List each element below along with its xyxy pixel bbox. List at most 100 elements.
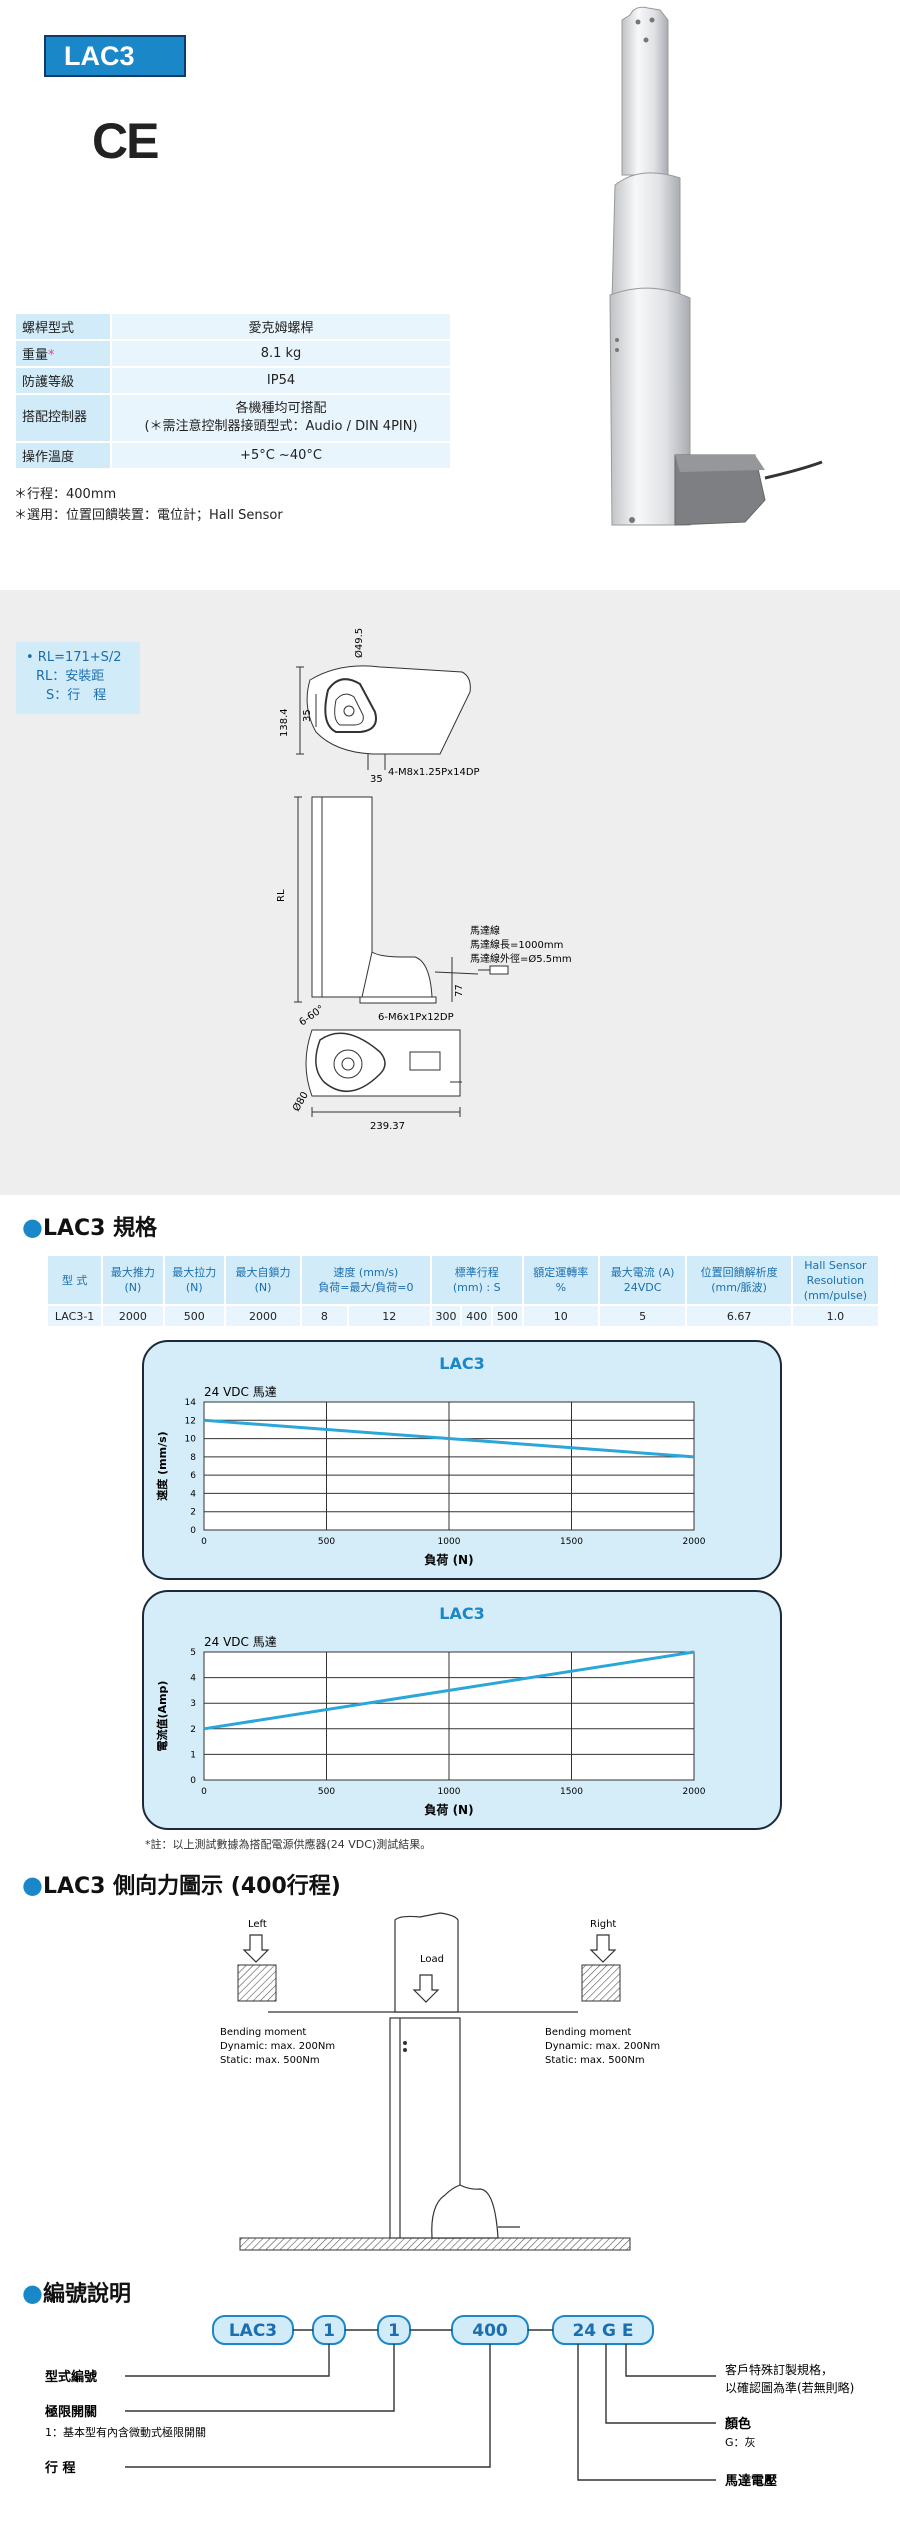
y-tick-label: 1 xyxy=(190,1750,196,1760)
label-voltage: 馬達電壓 xyxy=(725,2473,777,2489)
y-axis-label: 速度 (mm/s) xyxy=(155,1431,169,1500)
spec-cell: 8 xyxy=(300,1304,349,1328)
moment-text: Dynamic: max. 200Nm xyxy=(220,2041,335,2052)
spec-key: 防護等級 xyxy=(14,366,112,395)
label-custom: 以確認圖為準(若無則略) xyxy=(725,2380,854,2395)
spec-cell: 400 xyxy=(460,1304,494,1328)
chart-footnote: *註：以上測試數據為搭配電源供應器(24 VDC)測試結果。 xyxy=(145,1838,432,1851)
ce-mark: CE xyxy=(92,113,159,169)
chart-title: LAC3 xyxy=(439,1604,485,1623)
series-line xyxy=(203,1418,695,1459)
code-model: LAC3 xyxy=(229,2321,277,2341)
spec-value: 愛克姆螺桿 xyxy=(110,312,452,341)
y-tick-label: 6 xyxy=(190,1471,196,1481)
dim-label: 35 xyxy=(302,709,313,722)
label-color-desc: G：灰 xyxy=(725,2435,756,2449)
y-tick-label: 2 xyxy=(190,1508,196,1518)
spec-cell: LAC3-1 xyxy=(45,1304,104,1328)
x-tick-label: 1500 xyxy=(560,1537,583,1547)
spec-notes: ＊行程：400mm ＊選用：位置回饋裝置：電位計；Hall Sensor xyxy=(14,484,283,526)
spec-header: 速度 (mm/s)負荷=最大/負荷=0 xyxy=(300,1254,432,1306)
spec-header: 最大拉力(N) xyxy=(162,1254,226,1306)
model-badge: LAC3 xyxy=(44,35,186,77)
code-feedback: 1 xyxy=(388,2321,400,2341)
y-tick-label: 10 xyxy=(185,1435,197,1445)
spec-cell: 10 xyxy=(521,1304,600,1328)
ordering-code-diagram: LAC3 1 1 400 24 G E 型式編號 極限開關 1：基本型有內含微動… xyxy=(44,2315,854,2489)
y-tick-label: 8 xyxy=(190,1453,196,1463)
dim-label: 6-60° xyxy=(297,1004,326,1029)
x-tick-label: 2000 xyxy=(683,1537,706,1547)
x-axis-label: 負荷 (N) xyxy=(424,1552,473,1567)
spec-value: IP54 xyxy=(110,366,452,395)
spec-header: 最大自鎖力(N) xyxy=(223,1254,303,1306)
code-stroke: 400 xyxy=(472,2321,508,2341)
spec-cell: 6.67 xyxy=(685,1304,793,1328)
ordering-section-title: ●編號說明 xyxy=(22,2279,131,2307)
chart-subtitle: 24 VDC 馬達 xyxy=(204,1385,277,1399)
series-line xyxy=(203,1650,695,1731)
moment-text: Bending moment xyxy=(220,2027,306,2038)
chart-title: LAC3 xyxy=(439,1354,485,1373)
y-tick-label: 5 xyxy=(190,1648,196,1658)
moment-text: Dynamic: max. 200Nm xyxy=(545,2041,660,2052)
moment-text: Static: max. 500Nm xyxy=(545,2055,645,2066)
x-tick-label: 500 xyxy=(318,1787,335,1797)
x-tick-label: 0 xyxy=(201,1537,207,1547)
label-stroke: 行 程 xyxy=(44,2460,76,2476)
spec-cell: 5 xyxy=(597,1304,688,1328)
y-tick-label: 2 xyxy=(190,1725,196,1735)
label-model: 型式編號 xyxy=(45,2369,97,2385)
spec-value: 各機種均可搭配(＊需注意控制器接頭型式：Audio / DIN 4PIN) xyxy=(110,393,452,443)
spec-detail-table: 型 式最大推力(N)最大拉力(N)最大自鎖力(N)速度 (mm/s)負荷=最大/… xyxy=(45,1254,881,1328)
spec-cell: 2000 xyxy=(223,1304,303,1328)
cable-note: 馬達線長=1000mm xyxy=(470,938,563,951)
spec-value: 8.1 kg xyxy=(110,339,452,368)
label-color: 顏色 xyxy=(724,2416,751,2432)
moment-text: Static: max. 500Nm xyxy=(220,2055,320,2066)
label-limit: 極限開關 xyxy=(44,2404,97,2420)
label-limit-desc: 1：基本型有內含微動式極限開關 xyxy=(45,2425,206,2439)
y-tick-label: 4 xyxy=(190,1489,196,1499)
x-tick-label: 1000 xyxy=(438,1537,461,1547)
right-label: Right xyxy=(590,1919,616,1930)
spec-cell: 12 xyxy=(346,1304,432,1328)
x-tick-label: 1000 xyxy=(438,1787,461,1797)
spec-header: 標準行程(mm) : S xyxy=(429,1254,524,1306)
dim-label: 4-M8x1.25Px14DP xyxy=(388,767,480,778)
x-tick-label: 2000 xyxy=(683,1787,706,1797)
dim-label: 138.4 xyxy=(279,708,290,737)
load-label: Load xyxy=(420,1954,444,1965)
dim-label: 6-M6x1Px12DP xyxy=(378,1012,454,1023)
dim-label: 35 xyxy=(370,774,383,785)
dim-label: Ø49.5 xyxy=(353,628,365,658)
spec-header: 最大推力(N) xyxy=(101,1254,165,1306)
dim-label: 239.37 xyxy=(370,1121,405,1132)
spec-cell: 500 xyxy=(491,1304,524,1328)
dimension-drawing: Ø49.5 138.4 35 35 4-M8x1.25Px14DP RL 77 … xyxy=(276,628,572,1132)
moment-text: Bending moment xyxy=(545,2027,631,2038)
cable-note: 馬達線外徑=Ø5.5mm xyxy=(470,952,572,965)
y-tick-label: 0 xyxy=(190,1526,196,1536)
lateral-force-diagram: Left Right Load Bending moment Dynamic: … xyxy=(220,1912,660,2251)
code-limit: 1 xyxy=(323,2321,335,2341)
label-custom: 客戶特殊訂製規格， xyxy=(725,2362,833,2377)
spec-cell: 500 xyxy=(162,1304,226,1328)
spec-header: 位置回饋解析度(mm/脈波) xyxy=(685,1254,793,1306)
y-tick-label: 0 xyxy=(190,1776,196,1786)
left-label: Left xyxy=(248,1919,267,1930)
lateral-section-title: ●LAC3 側向力圖示 (400行程) xyxy=(22,1871,341,1899)
spec-cell: 1.0 xyxy=(790,1304,881,1328)
spec-key: 操作溫度 xyxy=(14,441,112,470)
spec-cell: 300 xyxy=(429,1304,463,1328)
spec-key: 搭配控制器 xyxy=(14,393,112,443)
rl-formula-box: • RL=171+S/2 RL：安裝距 S：行 程 xyxy=(16,642,140,714)
spec-key: 螺桿型式 xyxy=(14,312,112,341)
y-tick-label: 14 xyxy=(185,1398,197,1408)
